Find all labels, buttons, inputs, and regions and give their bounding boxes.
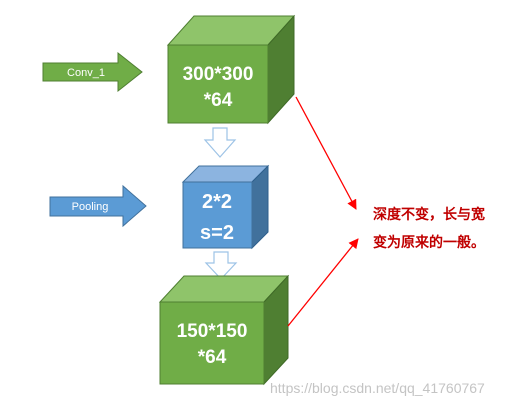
pooling-arrow: Pooling: [49, 184, 147, 228]
note-line-2: 变为原来的一般。: [373, 234, 485, 251]
note-line-1: 深度不变，长与宽: [373, 206, 485, 223]
output-cube-depth: *64: [198, 347, 227, 368]
down-arrow-icon: [204, 251, 238, 280]
red-arrow-from-output: [287, 238, 359, 327]
pooling-arrow-label: Pooling: [72, 201, 109, 213]
output-cube: 150*150 *64: [158, 274, 290, 386]
down-arrow-icon: [203, 127, 237, 158]
conv-arrow-label: Conv_1: [67, 67, 105, 79]
conv-arrow: Conv_1: [42, 51, 143, 93]
watermark: https://blog.csdn.net/qq_41760767: [270, 380, 485, 396]
input-cube: 300*300 *64: [166, 14, 296, 125]
output-cube-size: 150*150: [177, 321, 248, 342]
pooling-cube-kernel: 2*2: [202, 191, 232, 213]
red-arrow-from-input: [295, 96, 357, 210]
pooling-cube: 2*2 s=2: [181, 164, 270, 250]
input-cube-depth: *64: [204, 90, 233, 111]
pooling-cube-stride: s=2: [200, 222, 234, 244]
input-cube-size: 300*300: [183, 64, 254, 85]
